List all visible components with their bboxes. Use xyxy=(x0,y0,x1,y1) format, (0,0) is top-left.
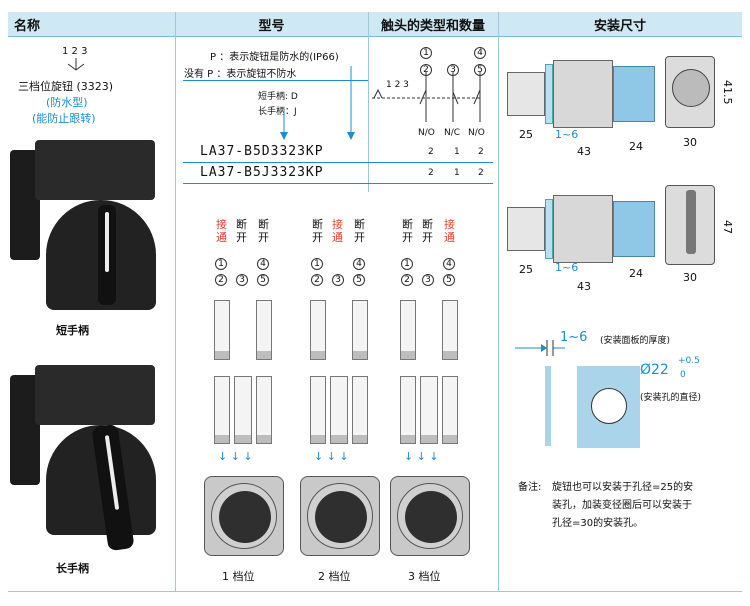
position-1-label: 1 档位 xyxy=(222,570,255,583)
selector-symbol xyxy=(67,58,85,71)
remark-line-1: 旋钮也可以安装于孔径=25的安 xyxy=(552,482,694,493)
dimension-drawing-short: 25 1~6 43 24 30 41.5 xyxy=(505,50,745,165)
bottom-rule xyxy=(8,591,742,592)
model-short: LA37-B5D3323KP xyxy=(200,144,324,159)
contact-schematic xyxy=(372,72,482,122)
header-model: 型号 xyxy=(175,12,368,37)
product-name: 三档位旋钮 (3323) xyxy=(18,80,114,93)
long-handle-label: 长手柄 xyxy=(56,562,89,575)
header-contact: 触头的类型和数量 xyxy=(368,12,498,37)
terminal-1: 1 xyxy=(420,40,432,59)
count-short-3: 2 xyxy=(478,147,484,157)
position-2-label: 2 档位 xyxy=(318,570,351,583)
state-2-2: 接通 xyxy=(332,218,343,244)
hole-diameter: Ø22 xyxy=(640,362,669,378)
remark-line-3: 孔径=30的安装孔。 xyxy=(552,518,644,529)
note-p: P ：表示旋钮是防水的(IP66) xyxy=(210,52,339,63)
dimension-drawing-long: 25 1~6 43 24 30 47 xyxy=(505,185,745,300)
anti-tamper-label: (能防止跟转) xyxy=(32,112,96,125)
state-2-3: 断开 xyxy=(354,218,365,244)
tol-plus: +0.5 xyxy=(678,356,700,366)
col-divider xyxy=(368,12,369,192)
position-3-label: 3 档位 xyxy=(408,570,441,583)
header-name: 名称 xyxy=(8,12,175,37)
panel-plate xyxy=(577,366,640,448)
underline xyxy=(183,80,368,81)
type-3: N/O xyxy=(468,128,485,138)
state-1-3: 断开 xyxy=(258,218,269,244)
short-handle-label: 短手柄 xyxy=(56,324,89,337)
short-code: 短手柄: D xyxy=(258,92,298,102)
type-2: N/C xyxy=(444,128,461,138)
positions-label: 1 2 3 xyxy=(62,46,88,57)
state-1-1: 接通 xyxy=(216,218,227,244)
hole-note: (安装孔的直径) xyxy=(640,393,702,403)
count-long-1: 2 xyxy=(428,168,434,178)
thickness-arrows xyxy=(515,340,565,356)
long-code: 长手柄：J xyxy=(258,107,297,117)
contact-positions: 1 2 3 xyxy=(386,80,409,90)
state-3-1: 断开 xyxy=(402,218,413,244)
count-short-1: 2 xyxy=(428,147,434,157)
panel-thickness: 1~6 xyxy=(560,330,588,345)
panel-thickness-note: (安装面板的厚度) xyxy=(600,336,671,346)
terminal-4: 4 xyxy=(474,40,486,59)
panel-edge xyxy=(545,366,551,446)
position-3-diagram: 断开 断开 接通 1 4 2 3 5 ↓ ↓ ↓ 3 档位 xyxy=(390,218,478,598)
state-3-3: 接通 xyxy=(444,218,455,244)
state-2-1: 断开 xyxy=(312,218,323,244)
state-3-2: 断开 xyxy=(422,218,433,244)
model-divider xyxy=(183,183,493,184)
position-1-diagram: 接通 断开 断开 1 4 2 3 5 ↓ ↓ ↓ 1 档位 xyxy=(204,218,292,598)
count-long-3: 2 xyxy=(478,168,484,178)
short-handle-photo xyxy=(10,140,160,315)
model-divider xyxy=(183,162,493,163)
remark-line-2: 装孔，加装变径圈后可以安装于 xyxy=(552,500,692,511)
tol-zero: 0 xyxy=(680,370,686,380)
type-1: N/O xyxy=(418,128,435,138)
state-1-2: 断开 xyxy=(236,218,247,244)
code-arrows xyxy=(280,66,355,140)
remark-label: 备注: xyxy=(518,482,542,493)
waterproof-label: (防水型) xyxy=(46,96,88,109)
long-handle-photo xyxy=(10,365,160,552)
count-short-2: 1 xyxy=(454,147,460,157)
note-no-p: 没有 P ：表示旋钮不防水 xyxy=(184,69,297,80)
col-divider xyxy=(498,12,499,592)
position-2-diagram: 断开 接通 断开 1 4 2 3 5 ↓ ↓ ↓ 2 档位 xyxy=(300,218,388,598)
model-long: LA37-B5J3323KP xyxy=(200,165,324,180)
header-install: 安装尺寸 xyxy=(498,12,742,37)
col-divider xyxy=(175,12,176,592)
count-long-2: 1 xyxy=(454,168,460,178)
